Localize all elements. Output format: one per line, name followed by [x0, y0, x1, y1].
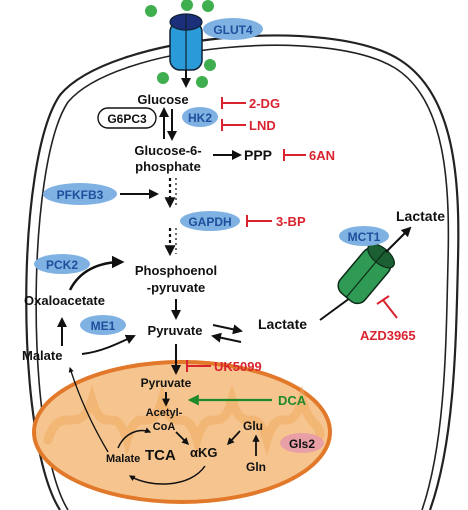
acetylcoa-label-line2: CoA	[153, 421, 176, 433]
pep-label-line2: -pyruvate	[147, 280, 206, 295]
me1-label: ME1	[91, 319, 116, 333]
oxaloacetate-label: Oxaloacetate	[24, 293, 105, 308]
glucose-dots	[145, 0, 216, 88]
tca-cycle-arc-bottom	[128, 465, 206, 485]
acetylcoa-label-line1: Acetyl-	[146, 407, 183, 419]
hk2-badge	[182, 107, 218, 127]
glut4-label: GLUT4	[213, 23, 253, 37]
glut4-transporter	[169, 13, 203, 71]
uk-label: UK5099	[214, 359, 262, 374]
azd-inhibit-line	[382, 299, 398, 319]
lactate-label: Lactate	[258, 316, 307, 332]
lactate-out-label: Lactate	[396, 208, 445, 224]
mito-malate-label: Malate	[106, 453, 140, 465]
mito-cristae	[43, 384, 325, 456]
mito-pyruvate-label: Pyruvate	[141, 376, 192, 390]
g6pc3-box	[97, 107, 157, 129]
pfkfb3-label: PFKFB3	[57, 188, 104, 202]
tca-cycle-arc-top	[117, 427, 152, 449]
oaa-to-pep-arrow	[68, 255, 125, 291]
hk2-label: HK2	[188, 111, 212, 125]
cell-membrane	[25, 34, 460, 510]
lnd-label: LND	[249, 118, 276, 133]
lactate-to-pyruvate-arrow	[211, 332, 242, 343]
mct1-badge	[339, 226, 389, 246]
mct1-transporter	[337, 243, 395, 305]
mct1-label: MCT1	[348, 230, 381, 244]
akg-label: αKG	[190, 445, 218, 460]
gls2-label: Gls2	[289, 437, 315, 451]
glu-to-akg-arrow	[227, 430, 241, 446]
me1-badge	[80, 315, 126, 335]
pyruvate-label: Pyruvate	[148, 323, 203, 338]
cell-membrane-inner	[35, 44, 450, 510]
dca-label: DCA	[278, 393, 307, 408]
acetylcoa-to-akg-arrow	[175, 431, 190, 446]
ppp-label: PPP	[244, 147, 272, 163]
azd-label: AZD3965	[360, 328, 416, 343]
dg2-label: 2-DG	[249, 96, 280, 111]
bp3-label: 3-BP	[276, 214, 306, 229]
pck2-badge	[34, 254, 90, 274]
tca-label: TCA	[145, 447, 176, 464]
gln-label: Gln	[246, 460, 266, 474]
an6-label: 6AN	[309, 148, 335, 163]
pck2-label: PCK2	[46, 258, 78, 272]
glucose-label: Glucose	[137, 92, 188, 107]
malate-label: Malate	[22, 348, 62, 363]
gapdh-label: GAPDH	[188, 215, 231, 229]
malate-export-line	[68, 367, 109, 453]
glu-label: Glu	[243, 419, 263, 433]
azd-inhibit-bar	[376, 295, 390, 305]
gapdh-badge	[180, 211, 240, 231]
glut4-badge	[203, 18, 263, 40]
mitochondrion	[32, 360, 332, 504]
g6pc3-label: G6PC3	[107, 112, 147, 126]
lactate-export-line	[319, 297, 351, 321]
g6p-label-line2: phosphate	[135, 159, 201, 174]
pyruvate-to-lactate-arrow	[212, 324, 243, 335]
gls2-badge	[280, 433, 324, 453]
pfkfb3-badge	[43, 183, 117, 205]
lactate-out-arrow	[385, 226, 412, 253]
malate-to-pyruvate-arrow	[81, 334, 136, 355]
pep-label-line1: Phosphoenol	[135, 263, 217, 278]
g6p-label-line1: Glucose-6-	[134, 143, 201, 158]
